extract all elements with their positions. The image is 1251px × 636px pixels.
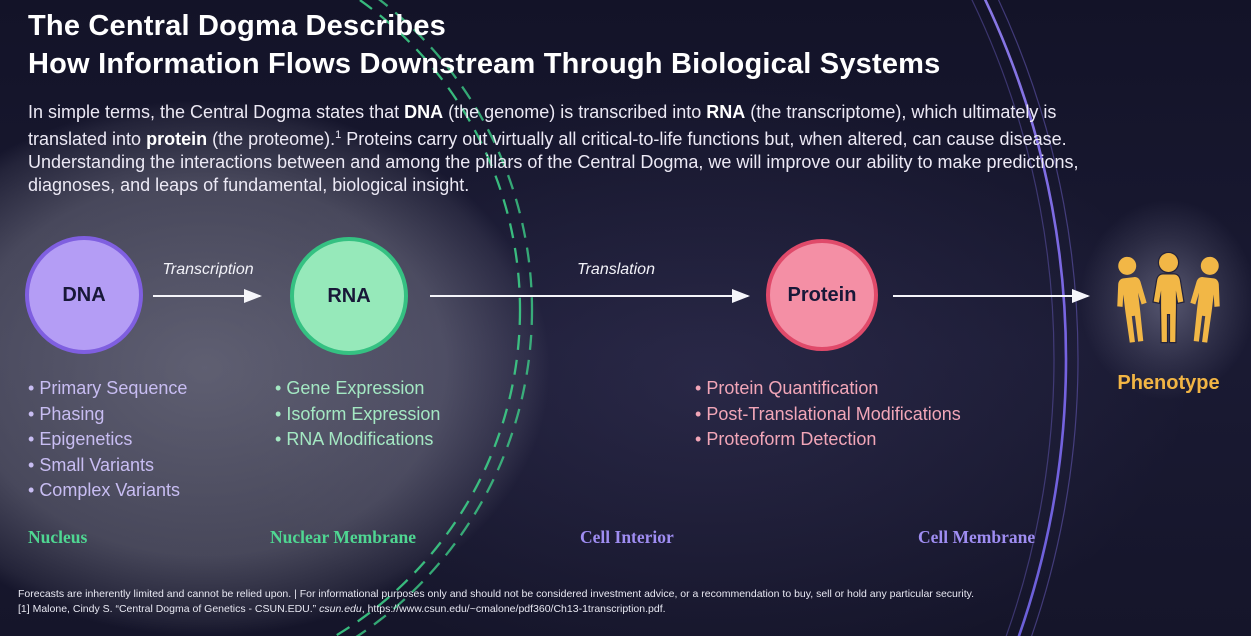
- dna-bold: DNA: [404, 102, 444, 122]
- intro-line-2: translated into protein (the proteome).1…: [28, 129, 1067, 149]
- dna-feature-list: Primary Sequence Phasing Epigenetics Sma…: [28, 376, 187, 504]
- list-item: Complex Variants: [28, 478, 187, 504]
- list-item: Post-Translational Modifications: [695, 402, 960, 428]
- list-item: Epigenetics: [28, 427, 187, 453]
- list-item: Isoform Expression: [275, 402, 440, 428]
- footer-disclaimer: Forecasts are inherently limited and can…: [18, 587, 974, 616]
- list-item: Protein Quantification: [695, 376, 961, 402]
- zone-label-nucleus: Nucleus: [28, 527, 88, 547]
- list-item: RNA Modifications: [275, 427, 440, 453]
- title-line-2: How Information Flows Downstream Through…: [28, 48, 941, 80]
- zone-label-cell-interior: Cell Interior: [580, 527, 674, 547]
- rna-node-label: RNA: [327, 284, 371, 307]
- footnote-marker: 1: [335, 129, 342, 141]
- list-item: Primary Sequence: [28, 376, 187, 402]
- translation-arrow-label: Translation: [577, 261, 655, 278]
- cell-membrane-arc: [971, 0, 1079, 636]
- list-item: Phasing: [28, 402, 187, 428]
- title-line-1: The Central Dogma Describes: [28, 10, 446, 42]
- list-item: Small Variants: [28, 453, 187, 479]
- person-left: [1117, 256, 1147, 343]
- person-center: [1152, 252, 1185, 344]
- page-title: The Central Dogma Describes How Informat…: [28, 7, 941, 83]
- transcription-arrow-label: Transcription: [162, 261, 254, 278]
- intro-paragraph: In simple terms, the Central Dogma state…: [28, 101, 1233, 197]
- intro-line-1: In simple terms, the Central Dogma state…: [28, 102, 1057, 122]
- dna-node-label: DNA: [62, 283, 106, 306]
- list-item: Proteoform Detection: [695, 427, 961, 453]
- rna-node: RNA: [290, 237, 408, 355]
- people-group-icon: [1117, 252, 1220, 344]
- protein-node: Protein: [766, 239, 878, 351]
- protein-feature-list: Protein Quantification Post-Translationa…: [695, 376, 961, 453]
- protein-bold: protein: [146, 129, 208, 149]
- disclaimer-line: Forecasts are inherently limited and can…: [18, 588, 975, 600]
- rna-bold: RNA: [706, 102, 746, 122]
- protein-node-label: Protein: [787, 283, 857, 306]
- rna-feature-list: Gene Expression Isoform Expression RNA M…: [275, 376, 440, 453]
- phenotype-label: Phenotype: [1117, 372, 1220, 394]
- person-right: [1190, 256, 1220, 343]
- citation-line: [1] Malone, Cindy S. “Central Dogma of G…: [18, 602, 666, 615]
- zone-label-cell-membrane: Cell Membrane: [918, 527, 1036, 547]
- intro-line-3: Understanding the interactions between a…: [28, 152, 1079, 172]
- zone-label-nuclear-membrane: Nuclear Membrane: [270, 527, 416, 547]
- nuclear-membrane-arc: [332, 0, 534, 636]
- list-item: Gene Expression: [275, 376, 440, 402]
- intro-line-4: diagnoses, and leaps of fundamental, bio…: [28, 175, 470, 195]
- dna-node: DNA: [25, 236, 143, 354]
